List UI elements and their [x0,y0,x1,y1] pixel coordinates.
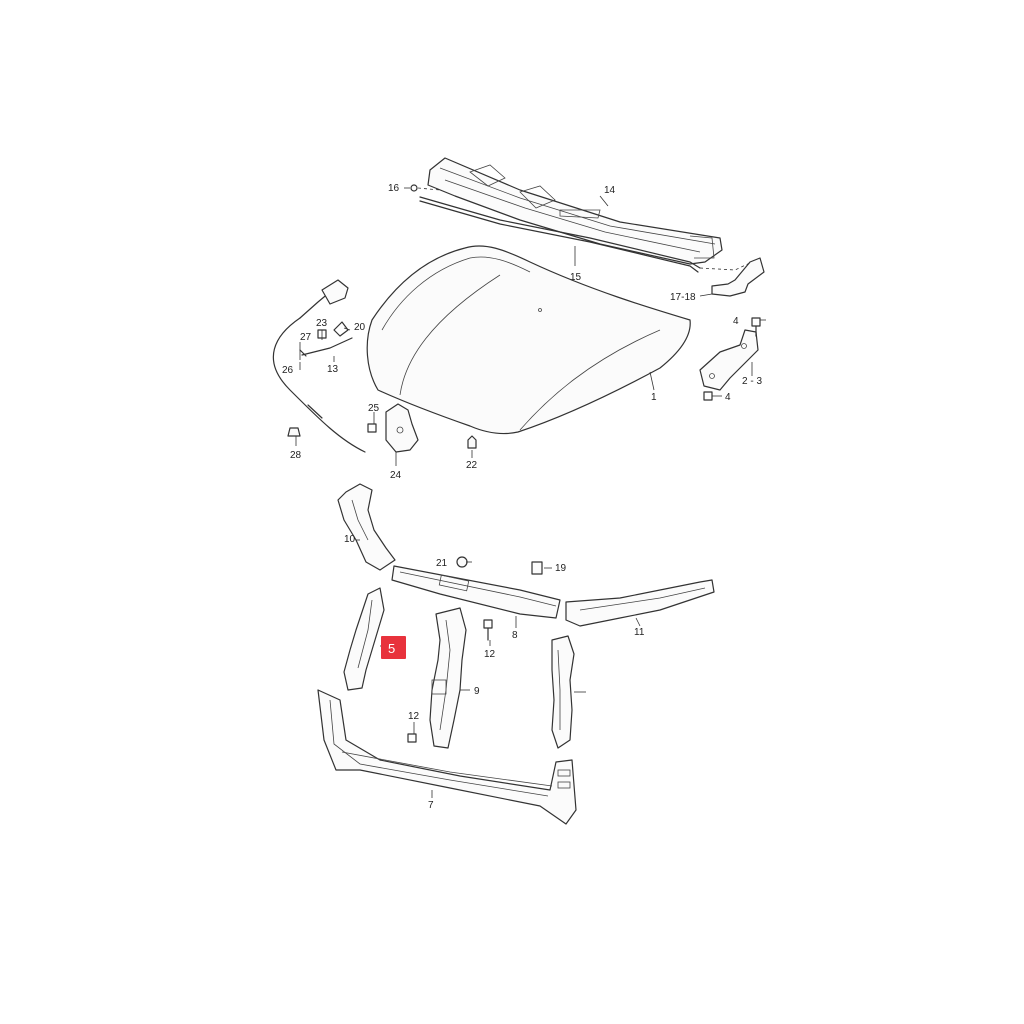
label-cowl-panel: 14 [604,185,616,196]
label-upper-crossmember: 8 [512,630,518,641]
label-side-panel-left: 5 [388,641,395,656]
cowl-panel [427,157,723,265]
label-clip-21: 21 [436,558,448,569]
label-bolt-lower: 4 [725,392,731,403]
release-cable [272,279,366,453]
label-clip-20: 20 [354,322,366,333]
label-clip-28: 28 [290,450,302,461]
hood-bumper [467,435,477,449]
label-nut-19: 19 [555,563,567,574]
nut-19 [531,561,543,575]
label-clip-23: 23 [316,318,328,329]
label-center-support: 9 [474,686,480,697]
label-left-headlamp-bracket: 10 [344,534,356,545]
cowl-seal [419,196,701,273]
screw-lower [407,733,417,743]
leader-lines [295,187,766,798]
label-clip-17-18: 17-18 [670,292,696,303]
left-side-panel [343,587,385,691]
clip-27 [299,349,307,357]
label-screw-lower: 12 [408,711,420,722]
label-hood: 1 [651,392,657,403]
hood-hinge [699,329,759,391]
screw-upper [483,619,493,641]
bolt-25 [367,423,377,433]
highlight-box [381,636,406,659]
upper-crossmember [391,565,561,619]
part-labels: 1 2 - 3 4 4 14 15 16 17-18 23 20 27 26 1… [282,183,762,811]
right-side-panel [551,635,575,749]
label-clip-27: 27 [300,332,312,343]
label-lower-crossmember: 7 [428,800,434,811]
label-bolt-25: 25 [368,403,380,414]
clip-20 [333,321,349,337]
label-hinge: 2 - 3 [742,376,762,387]
label-release-cable: 26 [282,365,294,376]
clip-21 [456,556,468,568]
label-clip-16: 16 [388,183,400,194]
hinge-bolt-upper [751,317,761,337]
hinge-bolt-lower [703,391,713,401]
left-headlamp-bracket [337,483,396,571]
label-latch: 24 [390,470,402,481]
label-bolt-upper: 4 [733,316,739,327]
label-release-rod: 13 [327,364,339,375]
hood [366,245,691,435]
label-screw-upper: 12 [484,649,496,660]
highlight-marker: 5 [381,636,406,659]
lower-crossmember [317,689,577,825]
cowl-end-bracket [699,257,765,297]
clip-16 [410,184,441,192]
release-rod [301,337,353,356]
label-bumper-22: 22 [466,460,478,471]
clip-28 [287,427,301,437]
label-right-upper-rail: 11 [634,627,645,638]
label-cowl-seal: 15 [570,272,582,283]
right-upper-rail [565,579,715,627]
hood-latch [385,403,419,453]
center-support [429,607,467,749]
